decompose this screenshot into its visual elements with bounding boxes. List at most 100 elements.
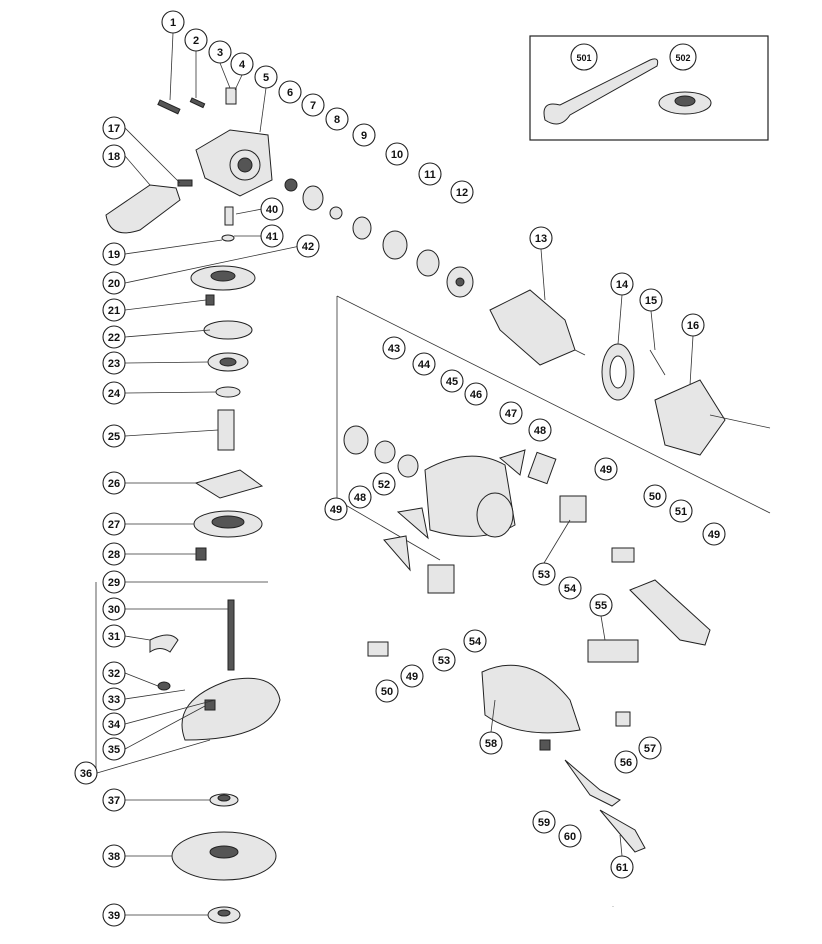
wheel-guard-icon (181, 677, 281, 741)
spindle-icon (217, 409, 235, 451)
callout-54: 54 (558, 576, 582, 600)
callout-number: 10 (391, 149, 403, 161)
callout-33: 33 (102, 687, 126, 711)
callout-501: 501 (570, 43, 598, 71)
callout-number: 46 (470, 389, 482, 401)
callout-number: 3 (217, 47, 223, 59)
callout-19: 19 (102, 242, 126, 266)
callout-23: 23 (102, 351, 126, 375)
housing-assembly (343, 425, 711, 853)
callout-7: 7 (301, 93, 325, 117)
callout-49: 49 (400, 664, 424, 688)
callout-number: 55 (595, 600, 607, 612)
leader-lines (95, 32, 694, 916)
callout-4: 4 (230, 52, 254, 76)
armature-icon (489, 289, 576, 366)
callout-1: 1 (161, 10, 185, 34)
callout-number: 13 (535, 233, 547, 245)
callout-number: 29 (108, 577, 120, 589)
callout-32: 32 (102, 661, 126, 685)
callout-number: 5 (263, 72, 269, 84)
callout-number: 39 (108, 910, 120, 922)
callout-31: 31 (102, 624, 126, 648)
callout-number: 9 (361, 130, 367, 142)
wheel-guard-assembly (149, 599, 281, 741)
callout-number: 30 (108, 604, 120, 616)
callout-number: 22 (108, 332, 120, 344)
callout-54: 54 (463, 629, 487, 653)
callout-number: 48 (534, 425, 546, 437)
callout-number: 50 (381, 686, 393, 698)
callout-number: 59 (538, 817, 550, 829)
callout-58: 58 (479, 731, 503, 755)
callout-number: 56 (620, 757, 632, 769)
callout-43: 43 (382, 336, 406, 360)
callout-number: 1 (170, 17, 176, 29)
callout-number: 19 (108, 249, 120, 261)
callout-number: 25 (108, 431, 120, 443)
callout-29: 29 (102, 570, 126, 594)
callout-25: 25 (102, 424, 126, 448)
callout-49: 49 (702, 522, 726, 546)
callout-number: 502 (675, 53, 690, 63)
callout-number: 49 (600, 464, 612, 476)
callout-number: 14 (616, 279, 629, 291)
callout-number: 12 (456, 187, 468, 199)
callout-number: 50 (649, 491, 661, 503)
callout-14: 14 (610, 272, 634, 296)
switch-icon (587, 639, 639, 663)
callout-17: 17 (102, 116, 126, 140)
bearing-icon (382, 230, 408, 260)
callout-number: 15 (645, 295, 657, 307)
callout-47: 47 (499, 401, 523, 425)
stator-icon (654, 379, 726, 456)
callout-labels: 1234567891011121314151617181920212223242… (74, 10, 726, 927)
callout-number: 37 (108, 795, 120, 807)
accessory-inset (529, 35, 769, 141)
callout-16: 16 (681, 313, 705, 337)
callout-number: 40 (266, 204, 278, 216)
callout-56: 56 (614, 750, 638, 774)
callout-40: 40 (260, 197, 284, 221)
callout-59: 59 (532, 810, 556, 834)
callout-8: 8 (325, 107, 349, 131)
callout-21: 21 (102, 298, 126, 322)
noise-suppressor-icon (611, 547, 635, 563)
callout-53: 53 (432, 648, 456, 672)
callout-number: 23 (108, 358, 120, 370)
callout-502: 502 (669, 43, 697, 71)
assembly-bracket (336, 295, 771, 561)
callout-60: 60 (558, 824, 582, 848)
callout-5: 5 (254, 65, 278, 89)
callout-61: 61 (610, 855, 634, 879)
cord-armor-icon (564, 759, 621, 807)
callout-number: 24 (108, 388, 121, 400)
callout-number: 51 (675, 506, 687, 518)
callout-46: 46 (464, 382, 488, 406)
wheel-stack (171, 793, 277, 924)
callout-44: 44 (412, 352, 436, 376)
callout-number: 26 (108, 478, 120, 490)
callout-45: 45 (440, 369, 464, 393)
callout-number: 21 (108, 305, 120, 317)
callout-number: 41 (266, 231, 278, 243)
callout-number: 52 (378, 479, 390, 491)
brush-holder-icon (559, 495, 587, 523)
callout-3: 3 (208, 40, 232, 64)
callout-50: 50 (643, 484, 667, 508)
callout-48: 48 (348, 485, 372, 509)
callout-27: 27 (102, 512, 126, 536)
motor-assembly (489, 289, 771, 456)
callout-number: 60 (564, 831, 576, 843)
callout-number: 45 (446, 376, 458, 388)
callout-number: 501 (576, 53, 591, 63)
side-handle-icon (105, 184, 181, 234)
callout-number: 7 (310, 100, 316, 112)
callout-number: 33 (108, 694, 120, 706)
callout-number: 28 (108, 549, 120, 561)
handle-icon (481, 664, 581, 734)
power-cord-plug-icon (599, 809, 646, 853)
callout-number: 35 (108, 744, 120, 756)
handle-cover-icon (629, 579, 711, 646)
